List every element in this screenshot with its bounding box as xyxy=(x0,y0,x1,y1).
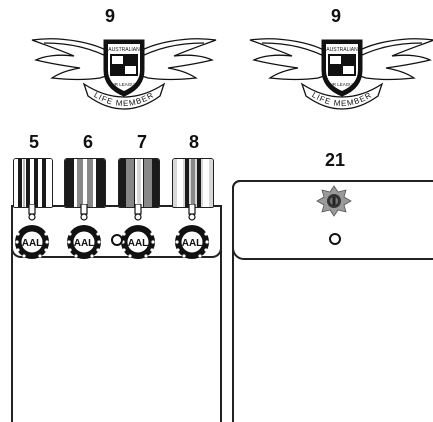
medal-7-emblem: AAL xyxy=(128,238,149,249)
medal-8-ribbon xyxy=(172,158,214,208)
wings-right-number: 9 xyxy=(326,6,346,27)
pin-mounting-hole-icon xyxy=(329,233,341,245)
medal-7-icon: AAL xyxy=(118,204,158,264)
wings-badge-right-icon: AUSTRALIAN AIR LEAGUE LIFE MEMBER xyxy=(248,26,433,136)
medal-number-8: 8 xyxy=(184,132,204,153)
medal-6-emblem: AAL xyxy=(74,238,95,249)
medal-number-7: 7 xyxy=(132,132,152,153)
badge-right-shield-top: AUSTRALIAN xyxy=(326,47,358,53)
medal-5-icon: AAL xyxy=(12,204,52,264)
medal-number-5: 5 xyxy=(24,132,44,153)
medal-8-emblem: AAL xyxy=(182,238,203,249)
medal-5-ribbon xyxy=(13,158,53,208)
mounting-hole-icon xyxy=(111,234,123,246)
wings-badge-left-icon: AUSTRALIAN AIR LEAGUE LIFE MEMBER xyxy=(30,26,220,136)
medal-number-6: 6 xyxy=(78,132,98,153)
badge-right-shield-bottom: AIR LEAGUE xyxy=(328,82,355,87)
medal-8-icon: AAL xyxy=(172,204,212,264)
lapel-pin-icon xyxy=(316,184,352,218)
medal-6-icon: AAL xyxy=(64,204,104,264)
medal-5-emblem: AAL xyxy=(22,238,43,249)
medal-7-ribbon xyxy=(118,158,160,208)
badge-left-shield-bottom: AIR LEAGUE xyxy=(110,82,137,87)
badge-left-shield-top: AUSTRALIAN xyxy=(108,47,140,53)
panel-number-21: 21 xyxy=(320,150,350,171)
wings-left-number: 9 xyxy=(100,6,120,27)
medal-6-ribbon xyxy=(64,158,106,208)
